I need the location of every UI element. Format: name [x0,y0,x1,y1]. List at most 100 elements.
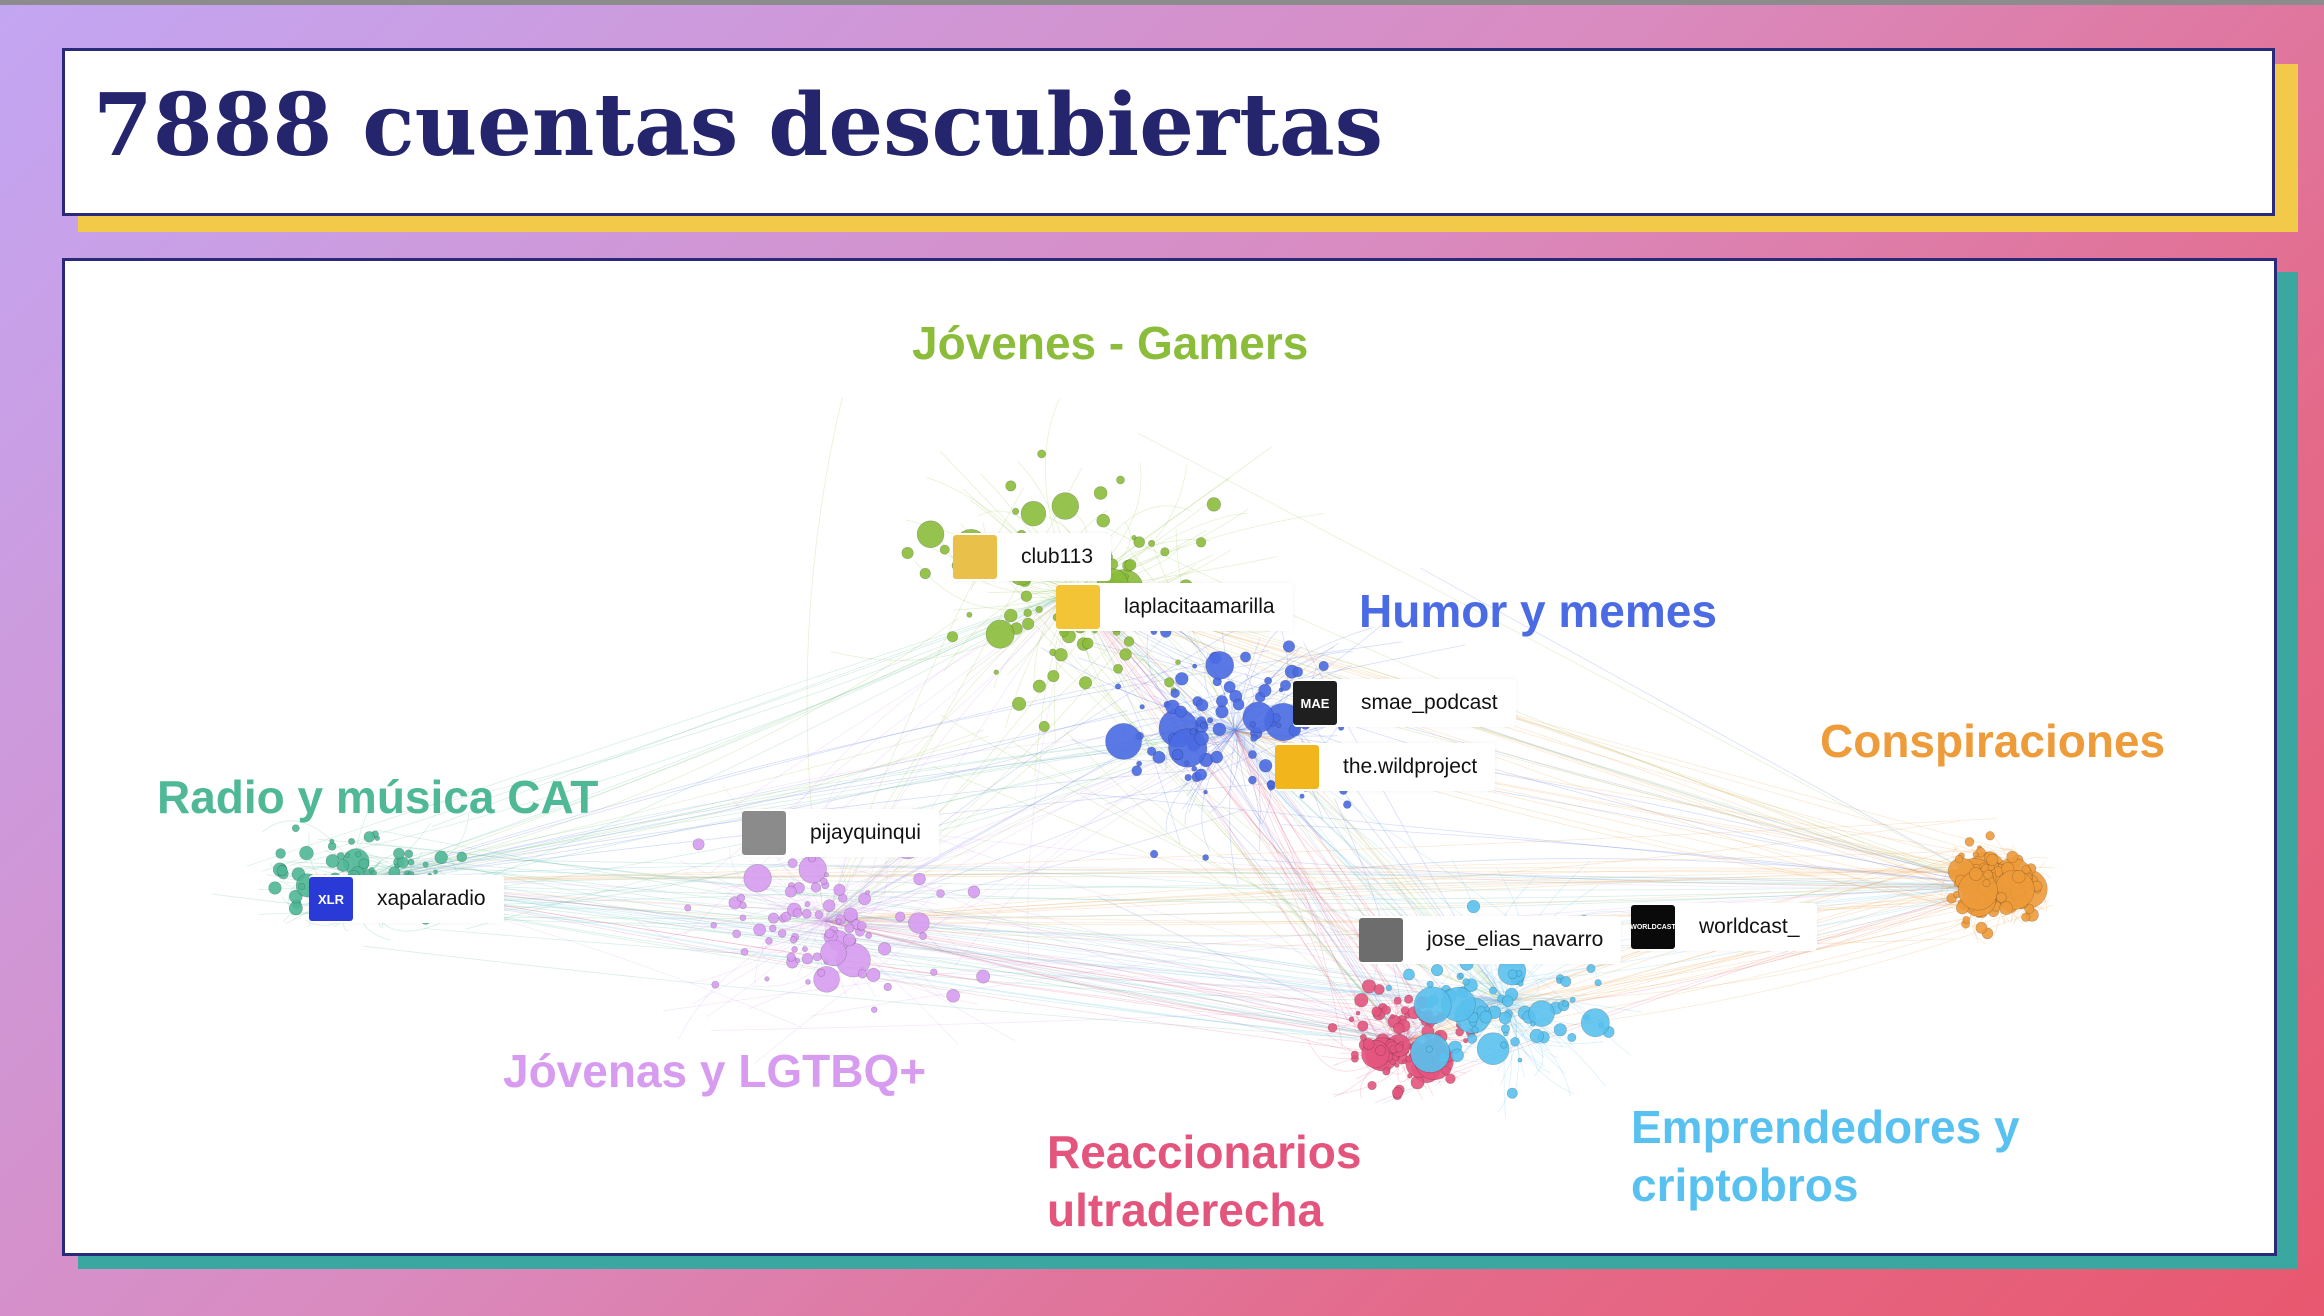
account-pijayquinqui[interactable]: pijayquinqui [742,809,939,857]
network-node [1264,676,1273,685]
network-node [1160,547,1170,557]
network-edge [889,820,1506,1002]
account-name: xapalaradio [377,887,486,910]
network-node [1362,1038,1375,1050]
account-club113[interactable]: club113 [953,533,1112,581]
network-node [786,952,796,962]
network-edge [1282,824,1996,887]
network-node [1413,986,1452,1025]
network-node [822,899,836,912]
network-edge [1216,856,1996,887]
network-node [1054,648,1068,662]
network-node [1149,849,1159,859]
network-node [1139,704,1145,710]
network-edge [1374,885,1996,1103]
network-edge [824,920,1333,997]
network-node [1983,869,1993,880]
network-edge [1420,567,1996,887]
network-edge [824,869,2021,922]
network-node [1258,683,1272,698]
network-node [1096,513,1111,528]
network-node [1476,1032,1510,1066]
network-edge [1027,590,1076,964]
cluster-label-conspiracy: Conspiraciones [1820,715,2166,767]
network-node [1975,921,1988,934]
network-edge [643,920,826,928]
network-edge [1234,730,1261,851]
network-edge [635,919,826,954]
network-node [1964,837,1975,847]
network-node [1357,1020,1369,1032]
network-node [936,889,945,898]
network-node [1093,486,1108,500]
network-edge [1204,652,1236,732]
network-node [1299,793,1305,799]
network-node [835,918,842,925]
worldcast-logo-icon: WORLDCAST [1631,905,1675,949]
account-worldcast[interactable]: WORLDCAST worldcast_ [1631,903,1818,951]
network-node [1124,559,1137,571]
network-node [787,858,798,869]
network-node [1148,539,1156,547]
network-node [1594,979,1602,987]
network-node [433,869,438,875]
network-node [336,852,345,861]
network-edge [1193,701,1406,1042]
account-jose-elias-navarro[interactable]: jose_elias_navarro [1359,916,1622,964]
network-node [1202,854,1210,861]
network-edge [814,907,826,922]
network-edge [824,920,1361,1022]
network-edge [1074,590,1948,882]
network-node [407,858,415,866]
network-edge [1074,590,1980,865]
network-node [1175,659,1181,666]
network-node [1404,994,1414,1004]
network-node [833,883,846,896]
network-node [1359,1033,1367,1041]
account-laplacitaamarilla[interactable]: laplacitaamarilla [1056,583,1293,631]
network-edge [1179,616,1996,887]
network-edge [1150,644,1236,732]
network-node [363,831,375,843]
network-node [1123,636,1135,647]
account-xapalaradio[interactable]: XLR xapalaradio [309,875,504,923]
network-edge [1074,590,1462,1034]
network-node [299,845,314,861]
network-edge [842,590,1076,897]
account-smae-podcast[interactable]: MAE smae_podcast [1293,679,1516,727]
network-node [792,908,803,918]
network-edge [340,900,1506,1002]
network-edge [761,920,826,958]
network-edge [363,945,1406,1042]
network-node [1371,1006,1382,1017]
network-node [1276,722,1282,728]
account-the-wildproject[interactable]: the.wildproject [1275,743,1496,791]
network-node [1082,637,1094,649]
network-node [1507,969,1518,980]
network-edge [824,920,1395,1008]
network-edge [1234,730,1442,1076]
network-node [275,848,286,859]
network-node [1529,1028,1544,1043]
network-node [1479,1010,1493,1024]
network-edge [1234,730,1272,825]
network-node [1279,679,1292,691]
network-edge [824,851,913,922]
network-edge [1074,503,1208,592]
network-node [1020,500,1047,527]
network-node [1528,1000,1555,1027]
network-node [1078,676,1093,690]
network-node [1410,1032,1451,1073]
network-node [857,969,868,979]
network-edge [423,928,1506,1002]
network-node [743,864,772,893]
network-edge [364,865,1415,903]
network-edge [1228,624,1996,887]
cluster-label-reaction-line2: ultraderecha [1047,1183,1324,1236]
network-node [1995,891,2007,903]
network-edge [1074,590,1386,1054]
network-node [1175,672,1189,686]
network-node [1445,1073,1456,1084]
network-node [1484,1006,1490,1012]
network-node [434,850,448,865]
